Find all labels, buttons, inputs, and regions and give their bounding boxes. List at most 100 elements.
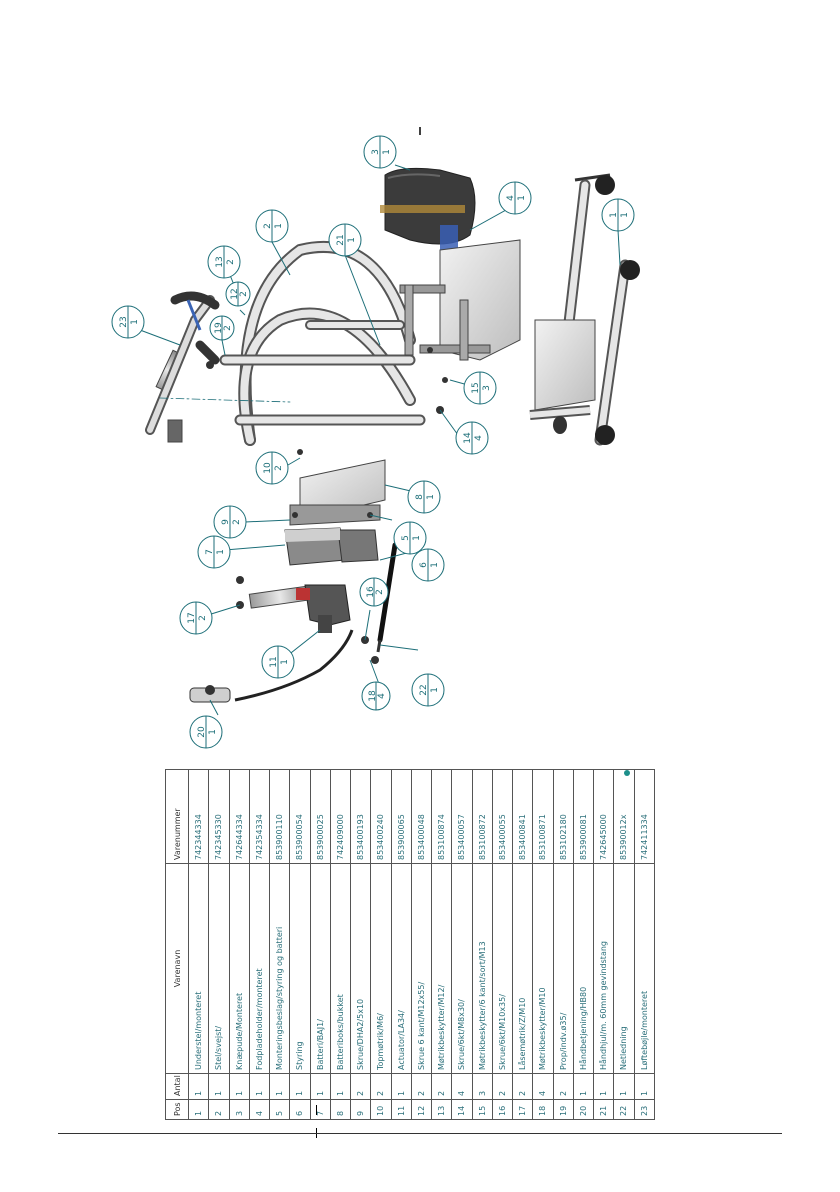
frame-part	[159, 240, 426, 446]
cell-pos: 17	[512, 1099, 533, 1120]
balloon-number: 5	[401, 535, 411, 541]
balloon-quantity: 2	[223, 325, 233, 331]
cell-name: Skrue/DHA2/5x10	[350, 863, 371, 1074]
cell-qty: 2	[411, 1073, 432, 1100]
balloon-number: 15	[471, 382, 481, 393]
marker-dot	[624, 770, 630, 776]
balloon-number: 23	[119, 316, 129, 327]
balloon-number: 22	[419, 684, 429, 695]
cell-pos: 7	[310, 1099, 331, 1120]
cell-pos: 19	[553, 1099, 574, 1120]
footplate-holder-part	[399, 239, 521, 361]
balloon-8: 8 1	[407, 480, 441, 514]
cell-name: Stel/svejst/	[208, 863, 229, 1074]
cell-pos: 10	[370, 1099, 391, 1120]
balloon-quantity: 2	[198, 615, 208, 621]
cell-qty: 1	[634, 1073, 655, 1100]
cell-qty: 1	[188, 1073, 209, 1100]
cell-number: 853400057	[451, 769, 472, 864]
cell-number: 853400240	[370, 769, 391, 864]
balloon-quantity: 2	[375, 589, 385, 595]
cell-qty: 1	[269, 1073, 290, 1100]
cell-number: 853100874	[431, 769, 452, 864]
balloon-number: 2	[263, 223, 273, 229]
tick-mark	[316, 1105, 317, 1115]
balloon-7: 7 1	[197, 535, 231, 569]
cell-number: 742344334	[188, 769, 209, 864]
cell-number: 742409000	[330, 769, 351, 864]
cell-name: Topmøtrik/M6/	[370, 863, 391, 1074]
cell-number: 853102180	[553, 769, 574, 864]
cell-pos: 6	[289, 1099, 310, 1120]
cell-name: Monteringsbeslag/styring og batteri	[269, 863, 290, 1074]
cell-name: Prop/indv.ø35/	[553, 863, 574, 1074]
cell-name: Skrue 6 kant/M12x55/	[411, 863, 432, 1074]
balloon-1: 1 1	[601, 198, 635, 232]
cell-pos: 22	[613, 1099, 634, 1120]
balloon-number: 1	[609, 212, 619, 218]
balloon-20: 20 1	[189, 715, 223, 749]
cell-pos: 13	[431, 1099, 452, 1120]
cell-qty: 4	[451, 1073, 472, 1100]
cell-qty: 2	[350, 1073, 371, 1100]
cell-number: 853100871	[532, 769, 553, 864]
cell-qty: 3	[472, 1073, 493, 1100]
balloon-quantity: 1	[430, 687, 440, 693]
cell-qty: 1	[593, 1073, 614, 1100]
cell-qty: 1	[229, 1073, 250, 1100]
cell-pos: 11	[391, 1099, 412, 1120]
cell-qty: 1	[391, 1073, 412, 1100]
exploded-assembly-drawing: 23 1 13 2 2 1 3 1 12 2 19 2	[111, 127, 640, 749]
balloon-17: 17 2	[179, 601, 213, 635]
cell-number: 853900065	[391, 769, 412, 864]
cell-name: Batteriboks/bukket	[330, 863, 351, 1074]
cell-pos: 18	[532, 1099, 553, 1120]
balloon-14: 14 4	[455, 421, 489, 455]
balloon-number: 12	[230, 288, 240, 299]
cell-number: 853900054	[289, 769, 310, 864]
cell-name: Batteri/BAJ1/	[310, 863, 331, 1074]
balloon-number: 10	[263, 462, 273, 474]
balloon-15: 15 3	[463, 371, 497, 405]
base-part	[529, 173, 640, 446]
balloon-quantity: 1	[280, 659, 290, 665]
balloon-number: 4	[506, 195, 516, 201]
cell-number: 853900081	[573, 769, 594, 864]
cell-name: Håndhjul/m. 60mm gevindstang	[593, 863, 614, 1074]
balloon-quantity: 2	[232, 519, 242, 525]
cell-qty: 2	[553, 1073, 574, 1100]
cell-name: Netledning	[613, 863, 634, 1074]
balloon-quantity: 1	[517, 195, 527, 201]
balloon-5: 5 1	[393, 521, 427, 555]
balloon-number: 3	[371, 149, 381, 155]
balloon-quantity: 1	[130, 319, 140, 325]
cell-name: Knæpude/Monteret	[229, 863, 250, 1074]
balloon-quantity: 1	[216, 549, 226, 555]
cell-pos: 4	[249, 1099, 270, 1120]
balloon-13: 13 2	[207, 245, 241, 279]
cell-number: 742411334	[634, 769, 655, 864]
balloon-quantity: 4	[377, 693, 387, 699]
cell-qty: 4	[532, 1073, 553, 1100]
cell-number: 742345330	[208, 769, 229, 864]
balloon-quantity: 1	[208, 729, 218, 735]
cell-pos: 20	[573, 1099, 594, 1120]
header-number: Varenummer	[165, 769, 189, 864]
